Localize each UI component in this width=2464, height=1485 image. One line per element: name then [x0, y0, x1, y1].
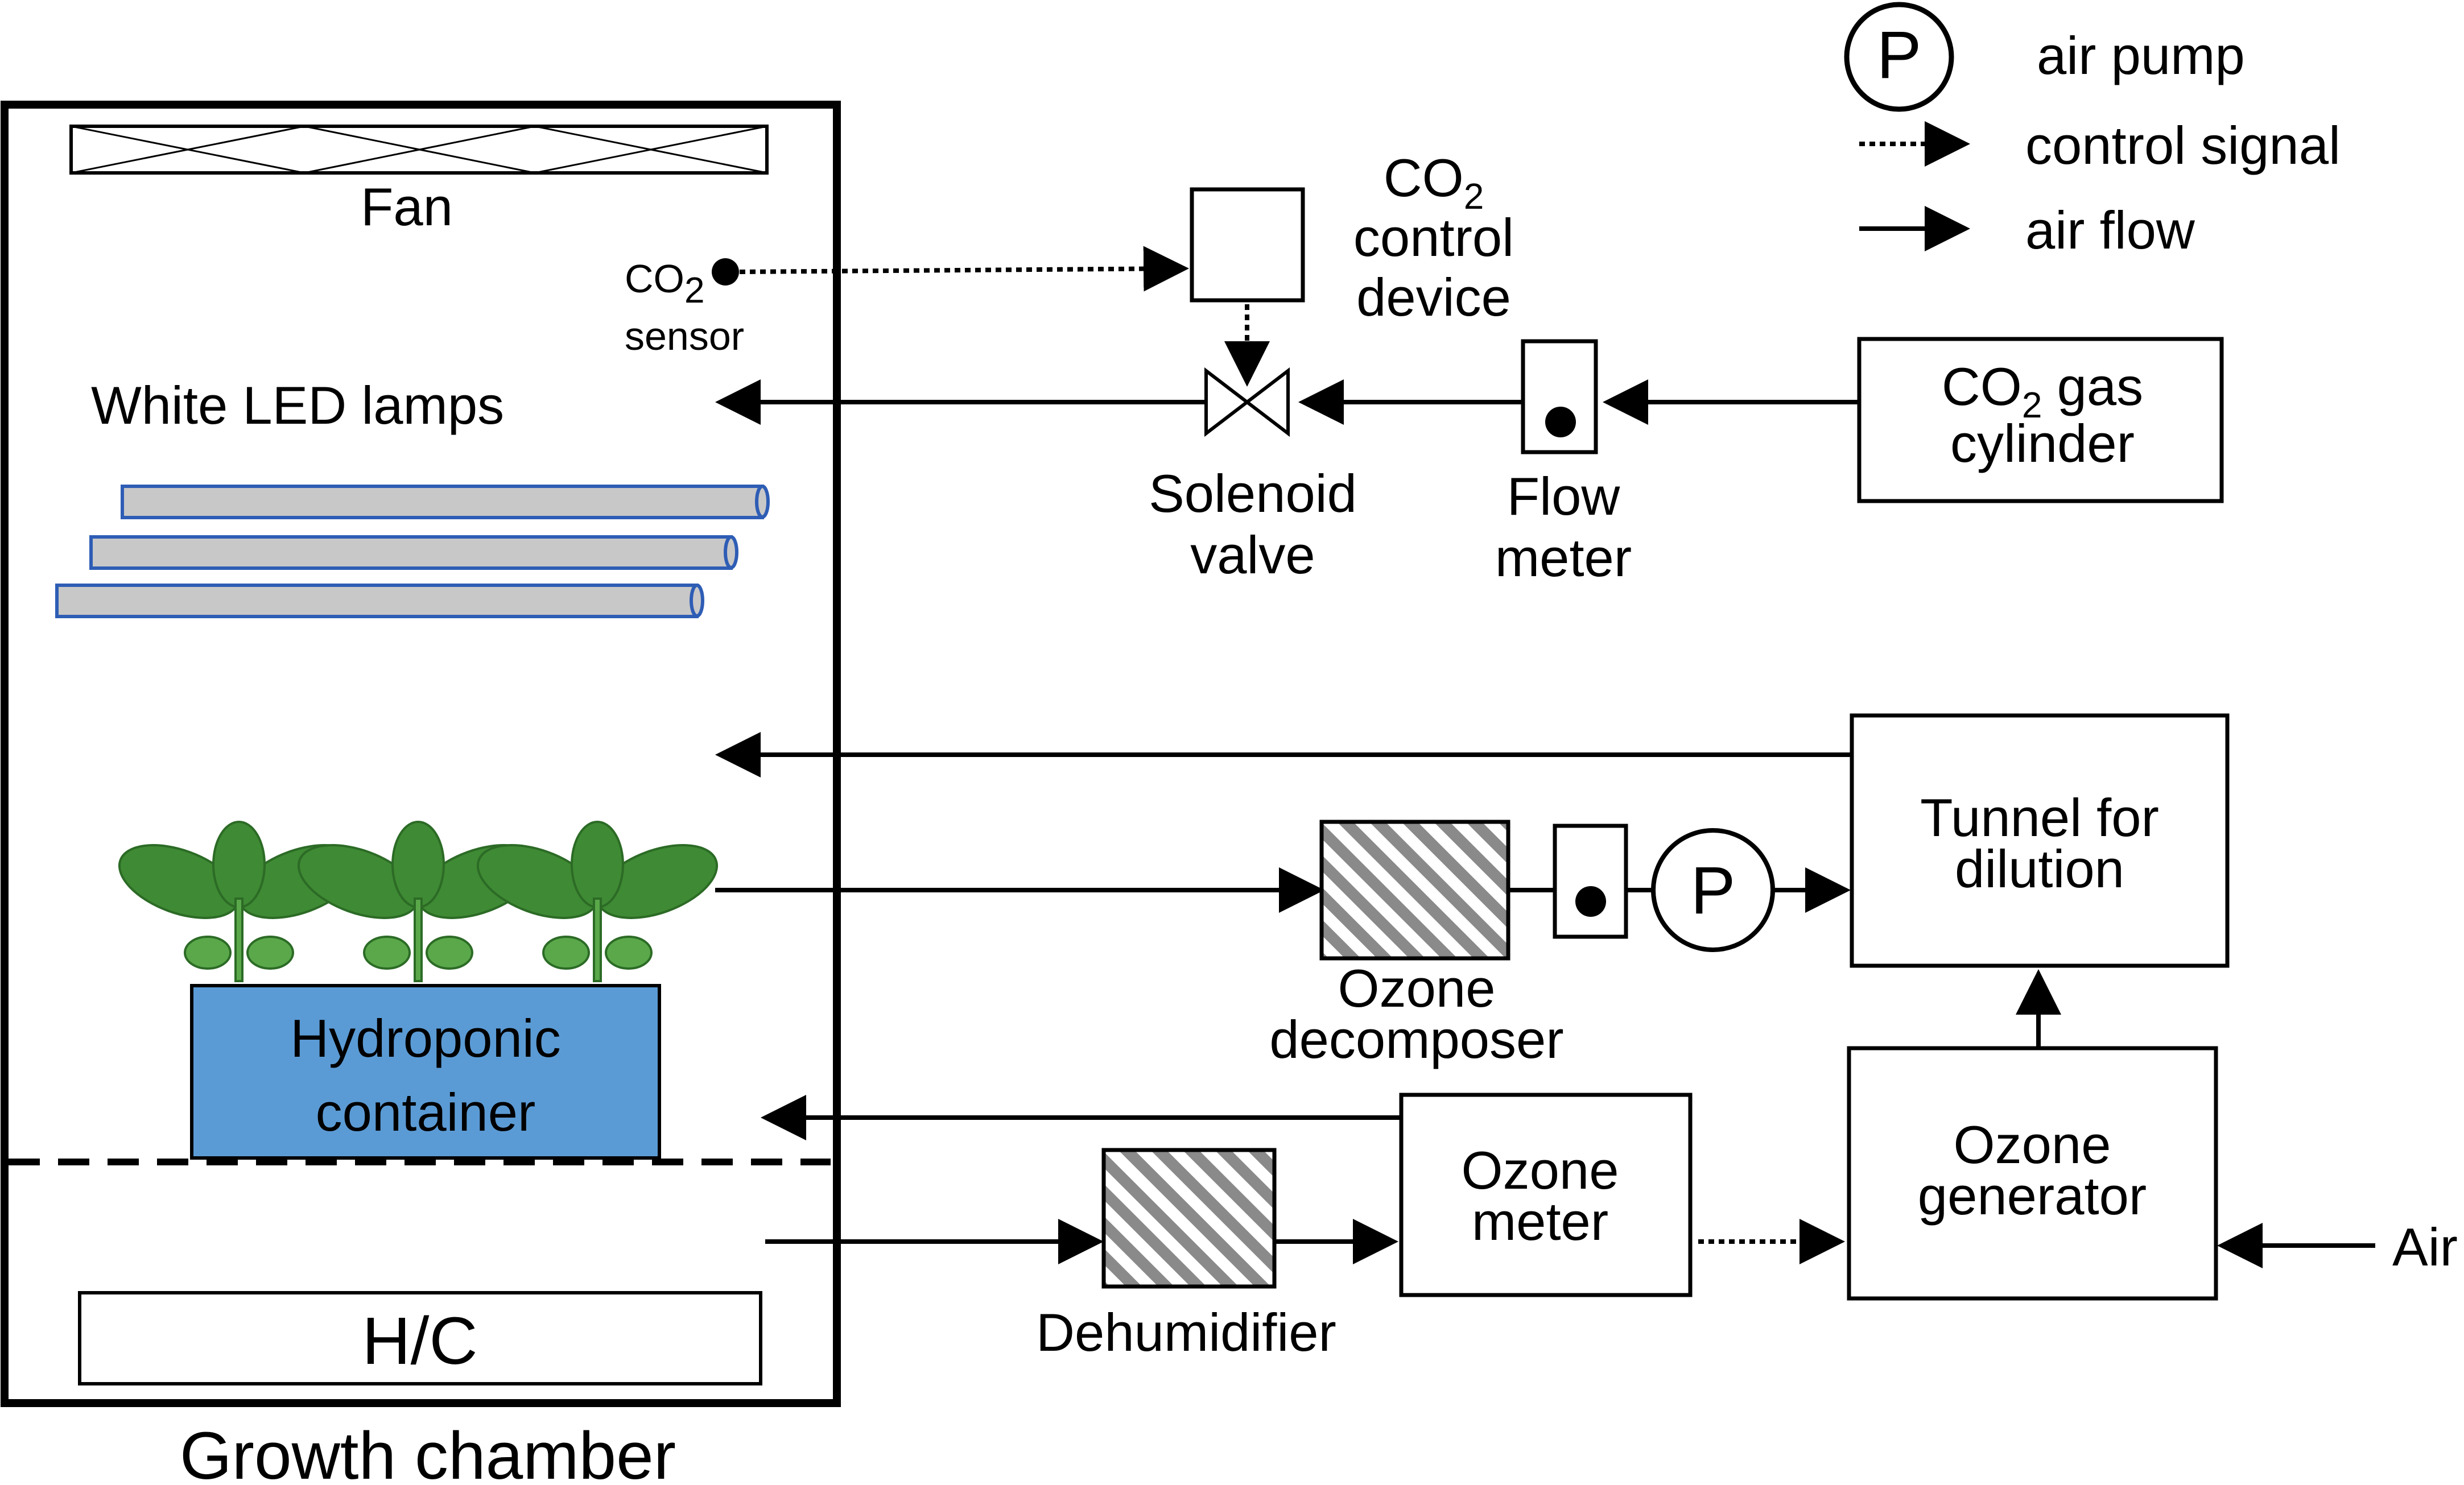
ozone-meter-label-line1: Ozone: [1462, 1140, 1619, 1200]
legend-control-label: control signal: [2025, 115, 2341, 175]
led-lamps-label: White LED lamps: [91, 375, 504, 435]
solenoid-valve-label-line2: valve: [1190, 525, 1315, 585]
co2-flow-meter-label-line1: Flow: [1507, 466, 1621, 526]
co2-sensor-label-line2: sensor: [625, 314, 744, 358]
legend-pump-icon: [1844, 2, 1954, 112]
fan: Fan: [69, 125, 769, 237]
legend-pump-symbol: P: [1877, 18, 1922, 93]
exhaust-flow-meter-dot-icon: [1575, 886, 1606, 917]
co2-control-device-box: [1190, 187, 1305, 303]
ozone-decomposer-label-line2: decomposer: [1269, 1010, 1563, 1069]
control-signal-sensor-to-device: [739, 246, 1189, 292]
legend: P air pump control signal air flow: [1844, 2, 2341, 260]
chamber-outline: [1, 101, 841, 1407]
legend-pump-label: air pump: [2037, 26, 2245, 85]
solenoid-valve-label-line1: Solenoid: [1149, 464, 1357, 523]
plant-icon: [476, 821, 719, 982]
hydroponic-label-line1: Hydroponic: [290, 1008, 560, 1068]
dehumidifier-box: [1101, 1148, 1277, 1289]
legend-flow-label: air flow: [2025, 200, 2195, 260]
hydroponic-container: Hydroponic container: [190, 984, 661, 1160]
co2-control-device-label: CO2: [1384, 148, 1484, 217]
co2-flow-meter-dot-icon: [1545, 407, 1576, 437]
co2-sensor-label: CO2: [625, 257, 705, 311]
co2-gas-cylinder-label-line2: cylinder: [1950, 413, 2135, 473]
led-lamp-tube-1: [121, 485, 770, 519]
plants: [118, 821, 719, 982]
hc-unit: H/C: [78, 1291, 762, 1385]
ozone-decomposer-box: [1319, 820, 1510, 961]
ozone-meter-box: [1399, 1093, 1693, 1297]
hc-label: H/C: [362, 1304, 477, 1379]
ozone-generator-label-line2: generator: [1918, 1166, 2147, 1226]
dehumidifier-label: Dehumidifier: [1036, 1302, 1336, 1362]
tunnel-label-line1: Tunnel for: [1920, 788, 2159, 847]
hydroponic-label-line2: container: [316, 1082, 536, 1142]
tunnel-label-line2: dilution: [1955, 839, 2124, 899]
co2-sensor-dot-icon: [712, 258, 739, 286]
exhaust-flow-meter-box: [1553, 824, 1628, 939]
led-lamp-tube-3: [55, 584, 704, 618]
air-input-label: Air: [2392, 1217, 2458, 1277]
co2-gas-cylinder-box: [1857, 337, 2224, 503]
co2-system: CO2 control device Solenoid valve Flow m…: [715, 148, 2224, 588]
fan-label: Fan: [361, 177, 453, 237]
fan-cross-icon: [71, 125, 767, 174]
ozone-generator-box: [1847, 1046, 2218, 1301]
hc-box: [78, 1291, 762, 1385]
co2-gas-cylinder-label: CO2 gas: [1942, 357, 2143, 425]
co2-control-device-label-line2: control: [1353, 208, 1514, 267]
solenoid-valve-icon: [1204, 367, 1290, 437]
growth-chamber: Growth chamber Fan CO2 sensor White LED …: [1, 101, 841, 1485]
exhaust-pump-symbol: P: [1691, 853, 1736, 928]
co2-control-device-label-line3: device: [1356, 267, 1511, 327]
chamber-title: Growth chamber: [180, 1418, 676, 1485]
plant-icon: [118, 821, 360, 982]
ozone-system: Tunnel for dilution Ozone decomposer P O…: [715, 713, 2458, 1362]
tunnel-box: [1850, 713, 2230, 968]
ozone-generator-label-line1: Ozone: [1954, 1115, 2111, 1174]
ozone-meter-label-line2: meter: [1472, 1192, 1608, 1251]
hydroponic-box: [190, 984, 661, 1160]
led-lamp-tube-2: [89, 535, 738, 570]
led-lamps: White LED lamps: [55, 375, 770, 618]
co2-sensor: CO2 sensor: [625, 257, 744, 358]
co2-flow-meter-label-line2: meter: [1495, 528, 1632, 588]
ozone-decomposer-label-line1: Ozone: [1338, 958, 1496, 1018]
